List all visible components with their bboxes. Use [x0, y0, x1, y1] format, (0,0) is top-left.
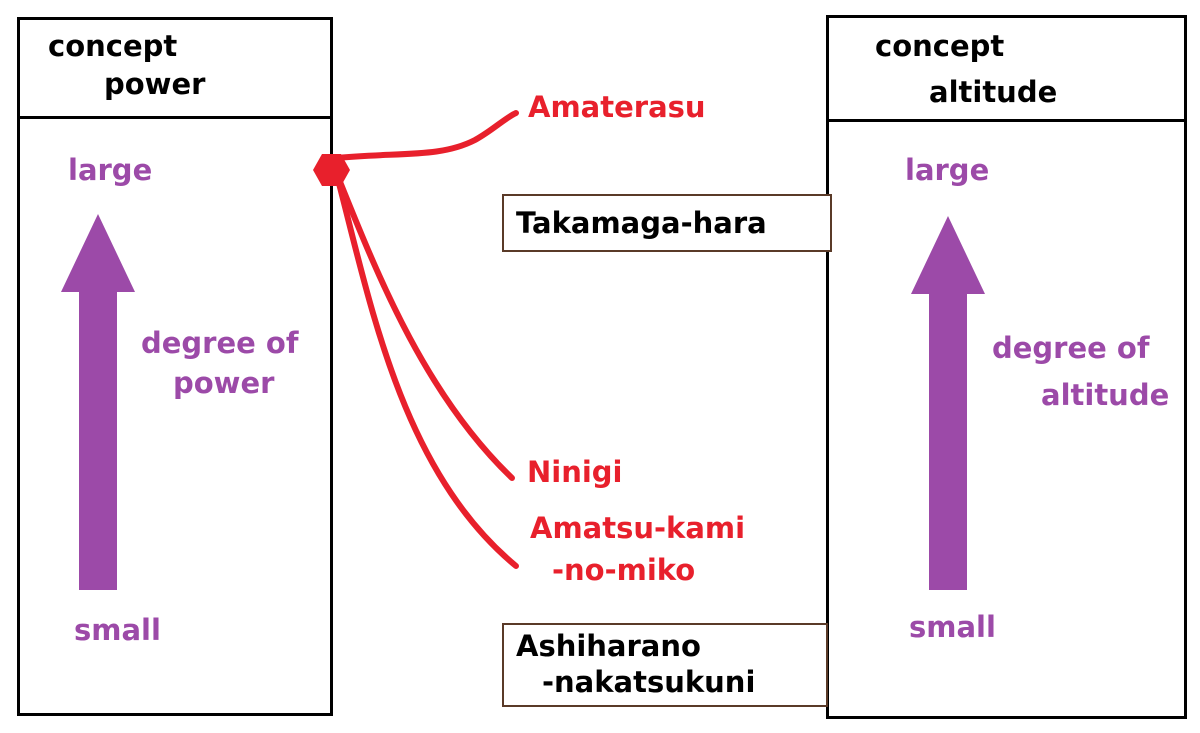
takamagahara-box: Takamaga-hara — [502, 194, 832, 252]
altitude-large-label: large — [905, 153, 990, 187]
power-header-line1: concept — [48, 29, 178, 63]
power-large-label: large — [68, 153, 153, 187]
hub-hexagon-icon — [313, 154, 350, 186]
ashihara-label-line1: Ashiharano — [516, 629, 701, 663]
power-panel: concept power — [17, 17, 333, 716]
power-small-label: small — [74, 613, 161, 647]
altitude-header-line1: concept — [875, 29, 1005, 63]
takamagahara-label: Takamaga-hara — [516, 206, 767, 240]
link-to-amatsu-kami-no-miko — [333, 169, 519, 569]
altitude-header-line2: altitude — [929, 75, 1058, 109]
power-panel-header: concept power — [20, 20, 330, 119]
altitude-small-label: small — [909, 610, 996, 644]
altitude-panel: concept altitude — [826, 15, 1187, 719]
altitude-axis-line1: degree of — [992, 331, 1150, 365]
link-to-amaterasu — [333, 110, 519, 161]
link-lines — [333, 110, 519, 569]
altitude-axis-line2: altitude — [1041, 378, 1170, 412]
amaterasu-label: Amaterasu — [528, 90, 706, 124]
altitude-up-arrow-icon — [911, 216, 985, 590]
ashihara-label-line2: -nakatsukuni — [542, 665, 756, 699]
power-header-line2: power — [104, 67, 206, 101]
ninigi-label: Ninigi — [527, 455, 623, 489]
amatsu-label-line1: Amatsu-kami — [530, 511, 746, 545]
link-to-ninigi — [333, 169, 515, 481]
power-axis-line2: power — [173, 366, 275, 400]
ashihara-box: Ashiharano -nakatsukuni — [502, 623, 828, 707]
power-axis-line1: degree of — [141, 326, 299, 360]
altitude-panel-header: concept altitude — [829, 18, 1184, 122]
power-up-arrow-icon — [61, 214, 135, 590]
amatsu-label-line2: -no-miko — [552, 553, 696, 587]
